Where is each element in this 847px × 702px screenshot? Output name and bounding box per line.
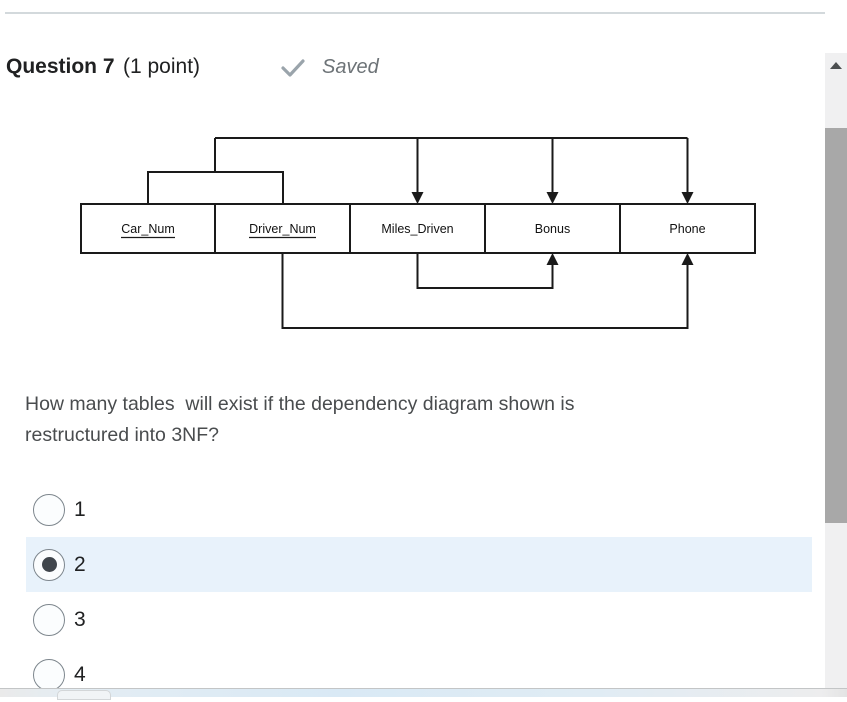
- saved-status: Saved: [281, 56, 379, 79]
- field-label-phone: Phone: [669, 222, 705, 236]
- answer-option-label-1: 1: [74, 497, 86, 521]
- field-label-car-num: Car_Num: [121, 222, 175, 236]
- field-label-miles-driven: Miles_Driven: [381, 222, 453, 236]
- scrollbar-track[interactable]: [825, 53, 847, 688]
- scrollbar-up-button[interactable]: [825, 53, 847, 79]
- answer-option-label-2: 2: [74, 552, 86, 576]
- scroll-up-arrow-icon: [830, 62, 842, 69]
- radio-button-1[interactable]: [33, 493, 65, 526]
- answer-option-label-4: 4: [74, 662, 86, 686]
- radio-button-2[interactable]: [33, 548, 65, 581]
- checkmark-icon: [281, 58, 305, 78]
- question-text-line2: restructured into 3NF?: [25, 424, 220, 446]
- scrollbar-thumb[interactable]: [825, 128, 847, 523]
- question-title: Question 7: [6, 55, 115, 78]
- vertical-scrollbar[interactable]: [825, 0, 847, 697]
- radio-button-4[interactable]: [33, 658, 65, 691]
- saved-label: Saved: [322, 56, 379, 78]
- answer-option-1[interactable]: 1: [26, 482, 812, 537]
- answer-option-label-3: 3: [74, 607, 86, 631]
- radio-dot: [41, 557, 57, 572]
- radio-button-3[interactable]: [33, 603, 65, 636]
- dependency-diagram-svg: Car_Num Driver_Num Miles_Driven Bonus Ph…: [80, 137, 756, 329]
- question-header: Question 7 (1 point) Saved: [6, 55, 806, 83]
- question-text-line1: How many tables will exist if the depend…: [25, 393, 575, 415]
- question-points: (1 point): [122, 55, 201, 78]
- top-divider: [5, 12, 842, 14]
- answer-option-2[interactable]: 2: [26, 537, 812, 592]
- bottom-bar: [0, 688, 847, 700]
- answer-option-3[interactable]: 3: [26, 592, 812, 647]
- dependency-diagram-image: Car_Num Driver_Num Miles_Driven Bonus Ph…: [70, 122, 770, 342]
- field-label-driver-num: Driver_Num: [249, 222, 316, 236]
- answer-options: 1 2 3 4: [26, 482, 812, 702]
- field-label-bonus: Bonus: [535, 222, 570, 236]
- question-text: How many tables will exist if the depend…: [25, 389, 795, 451]
- bottom-bar-button[interactable]: [57, 690, 111, 700]
